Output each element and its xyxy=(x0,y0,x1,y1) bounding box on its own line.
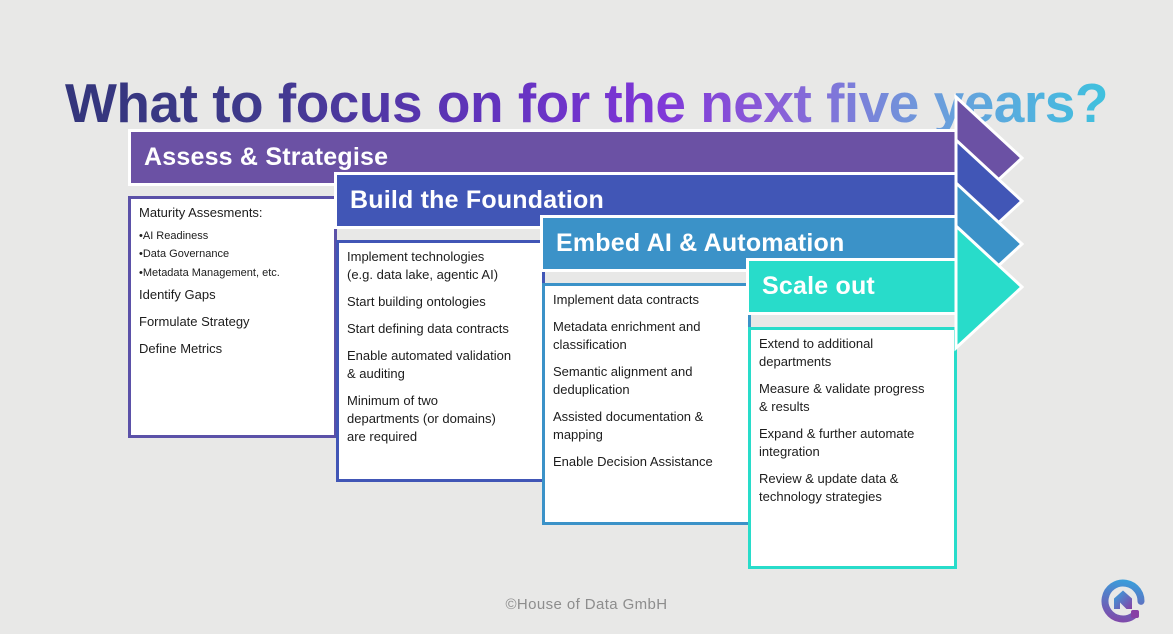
stage-details-assess: Maturity Assesments: •AI Readiness •Data… xyxy=(128,196,337,438)
stage-details-scale-out: Extend to additional departments Measure… xyxy=(748,327,957,569)
detail-item: Enable Decision Assistance xyxy=(553,453,713,469)
copyright-text: ©House of Data GmbH xyxy=(505,596,668,613)
detail-item: Maturity Assesments: xyxy=(139,205,263,220)
stage-banner-scale-out: Scale out xyxy=(746,258,958,315)
stage-details-embed-ai: Implement data contracts Metadata enrich… xyxy=(542,283,751,525)
stage-banner-label: Embed AI & Automation xyxy=(556,229,845,257)
detail-item: Define Metrics xyxy=(139,340,223,356)
detail-item: Extend to additional departments xyxy=(759,336,874,369)
arrow-right-icon xyxy=(954,222,1025,352)
detail-item: Semantic alignment and deduplication xyxy=(553,363,693,397)
detail-item: Assisted documentation & mapping xyxy=(553,408,704,442)
detail-item: Review & update data & technology strate… xyxy=(759,470,899,504)
stage-banner-label: Build the Foundation xyxy=(350,186,604,214)
detail-item: •Metadata Management, etc. xyxy=(139,266,280,279)
stage-banner-label: Scale out xyxy=(762,272,875,300)
detail-item: Implement technologies (e.g. data lake, … xyxy=(347,249,499,282)
detail-item: Measure & validate progress & results xyxy=(759,380,925,414)
detail-item: Metadata enrichment and classification xyxy=(553,318,701,352)
detail-item: •AI Readiness xyxy=(139,229,209,242)
detail-item: Expand & further automate integration xyxy=(759,425,915,459)
stage-details-foundation: Implement technologies (e.g. data lake, … xyxy=(336,240,545,482)
detail-item: Enable automated validation & auditing xyxy=(347,347,512,381)
page-title: What to focus on for the next five years… xyxy=(0,71,1173,135)
house-of-data-logo xyxy=(1097,576,1149,628)
detail-item: Identify Gaps xyxy=(139,287,216,303)
detail-item: Formulate Strategy xyxy=(139,314,250,330)
detail-item: Implement data contracts xyxy=(553,292,699,307)
detail-item: Start building ontologies xyxy=(347,293,486,309)
detail-item: Start defining data contracts xyxy=(347,320,509,336)
stage-banner-label: Assess & Strategise xyxy=(144,143,389,171)
detail-item: •Data Governance xyxy=(139,248,230,261)
house-logo-icon xyxy=(1101,579,1145,623)
detail-item: Minimum of two departments (or domains) … xyxy=(347,392,496,444)
